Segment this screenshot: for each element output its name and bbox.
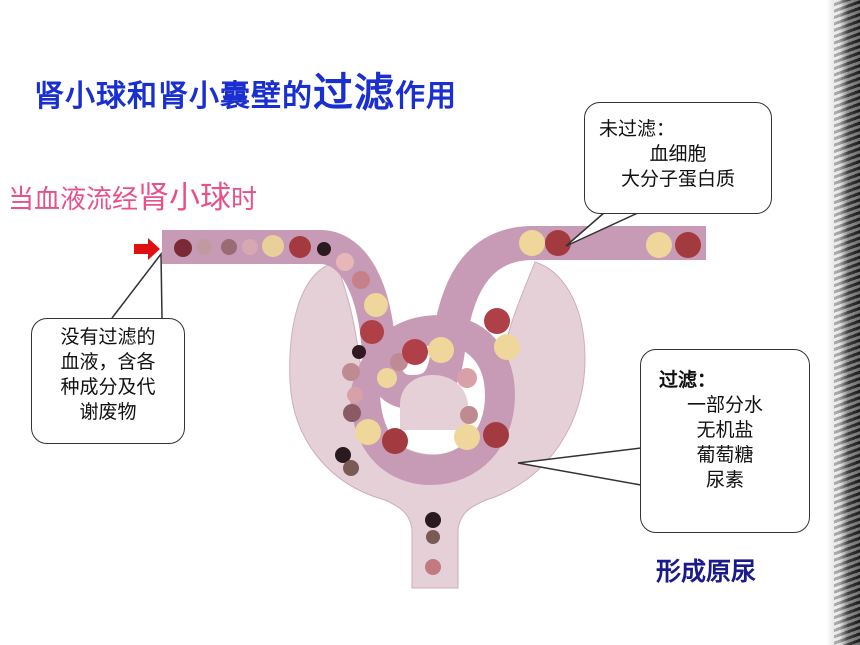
blood-cell xyxy=(675,232,701,258)
glomerulus-gap xyxy=(400,375,468,430)
filtered-item: 葡萄糖 xyxy=(696,444,754,466)
particle xyxy=(425,512,441,528)
particle xyxy=(425,559,441,575)
filtered-item: 无机盐 xyxy=(696,419,754,441)
blood-cell xyxy=(364,293,388,317)
blood-cell xyxy=(360,320,384,344)
unfiltered-blood-callout: 没有过滤的 血液，含各 种成分及代 谢废物 xyxy=(31,318,185,444)
blood-line: 谢废物 xyxy=(79,401,137,423)
blood-cell xyxy=(483,422,509,448)
blood-cell xyxy=(382,428,408,454)
blood-cell xyxy=(221,239,237,255)
particle xyxy=(426,530,440,544)
unfiltered-item: 大分子蛋白质 xyxy=(620,168,735,190)
unfiltered-heading: 未过滤： xyxy=(599,118,676,140)
blood-cell xyxy=(545,230,571,256)
blood-cell xyxy=(646,232,672,258)
blood-line: 种成分及代 xyxy=(60,376,156,398)
blood-cell xyxy=(342,363,360,381)
blood-cell xyxy=(519,230,545,256)
blood-cell xyxy=(352,345,366,359)
glomerulus-loop xyxy=(349,314,516,486)
blood-cell xyxy=(347,387,363,403)
blood-cell xyxy=(428,337,454,363)
particle xyxy=(335,447,351,463)
filtered-pointer xyxy=(517,447,642,486)
result-label: 形成原尿 xyxy=(656,557,757,586)
blood-cell xyxy=(336,253,354,271)
blood-cell xyxy=(402,339,428,365)
filtered-item: 一部分水 xyxy=(686,394,763,416)
inflow-arrow xyxy=(134,238,160,260)
filtered-heading: 过滤： xyxy=(659,369,717,391)
blood-cell xyxy=(196,239,212,255)
blood-cell xyxy=(242,239,258,255)
blood-cell xyxy=(317,242,331,256)
blood-cell xyxy=(484,308,510,334)
filtered-item: 尿素 xyxy=(705,469,744,491)
blood-cell xyxy=(494,334,520,360)
blood-cell xyxy=(262,235,284,257)
unfiltered-callout: 未过滤： 血细胞 大分子蛋白质 xyxy=(584,102,772,214)
slide-edge-decoration xyxy=(826,0,860,645)
unfiltered-pointer xyxy=(565,211,641,247)
blood-cell xyxy=(377,368,397,388)
blood-line: 没有过滤的 xyxy=(60,326,156,348)
filtered-callout: 过滤： 一部分水 无机盐 葡萄糖 尿素 xyxy=(640,349,810,533)
blood-particles xyxy=(174,230,701,575)
blood-cell xyxy=(355,419,381,445)
blood-cell xyxy=(343,404,361,422)
blood-line: 血液，含各 xyxy=(60,351,156,373)
blood-cell xyxy=(457,368,477,388)
blood-pointer xyxy=(111,251,163,319)
blood-cell xyxy=(454,424,480,450)
blood-cell xyxy=(352,271,370,289)
blood-cell xyxy=(289,236,311,258)
slide-title: 肾小球和肾小囊壁的过滤作用 xyxy=(34,70,457,116)
blood-cell xyxy=(174,239,192,257)
blood-cell xyxy=(460,406,478,424)
unfiltered-item: 血细胞 xyxy=(649,143,707,165)
slide-subtitle: 当血液流经肾小球时 xyxy=(8,180,258,216)
particle xyxy=(343,460,359,476)
